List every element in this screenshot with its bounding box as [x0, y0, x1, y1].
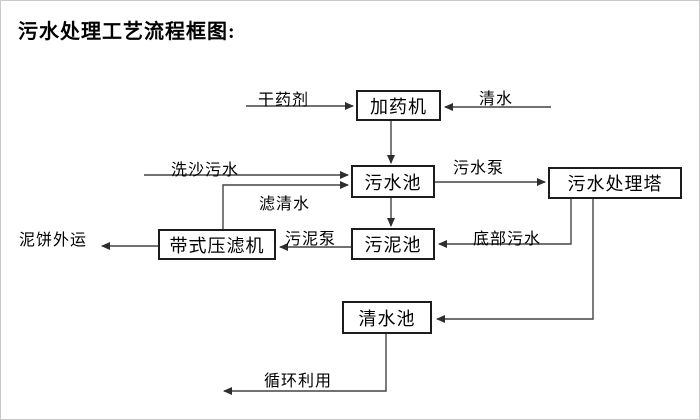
- box-sludge-pool: 污泥池: [351, 228, 435, 260]
- box-belt-filter-press: 带式压滤机: [158, 229, 276, 260]
- flow-label-clean-water: 清水: [479, 91, 514, 108]
- box-sludge-pool-label: 污泥池: [364, 235, 422, 255]
- box-dosing-machine-label: 加药机: [370, 96, 427, 117]
- flow-label-recycling: 循环利用: [264, 373, 333, 390]
- box-treatment-tower-label: 污水处理塔: [567, 174, 663, 194]
- flow-label-bottom-sewage: 底部污水: [473, 231, 542, 248]
- flow-label-dry-chemical: 干药剂: [258, 92, 310, 109]
- flow-label-sludge-pump: 污泥泵: [285, 231, 337, 248]
- arrow-tower-to-clean: [436, 199, 594, 323]
- box-belt-filter-press-label: 带式压滤机: [169, 235, 265, 256]
- box-sewage-pool: 污水池: [351, 165, 435, 198]
- box-clean-water-pool: 清水池: [342, 301, 432, 334]
- flow-label-mud-cake-outbound: 泥饼外运: [19, 232, 88, 249]
- flow-label-sand-washing-sewage: 洗沙污水: [171, 162, 240, 179]
- box-sewage-pool-label: 污水池: [364, 172, 422, 193]
- flow-label-sewage-pump: 污水泵: [453, 160, 505, 177]
- box-dosing-machine: 加药机: [356, 90, 441, 121]
- box-clean-water-pool-label: 清水池: [358, 308, 416, 329]
- page-title: 污水处理工艺流程框图:: [18, 21, 236, 43]
- flow-label-filtered-water: 滤清水: [259, 196, 311, 213]
- box-treatment-tower: 污水处理塔: [548, 167, 682, 199]
